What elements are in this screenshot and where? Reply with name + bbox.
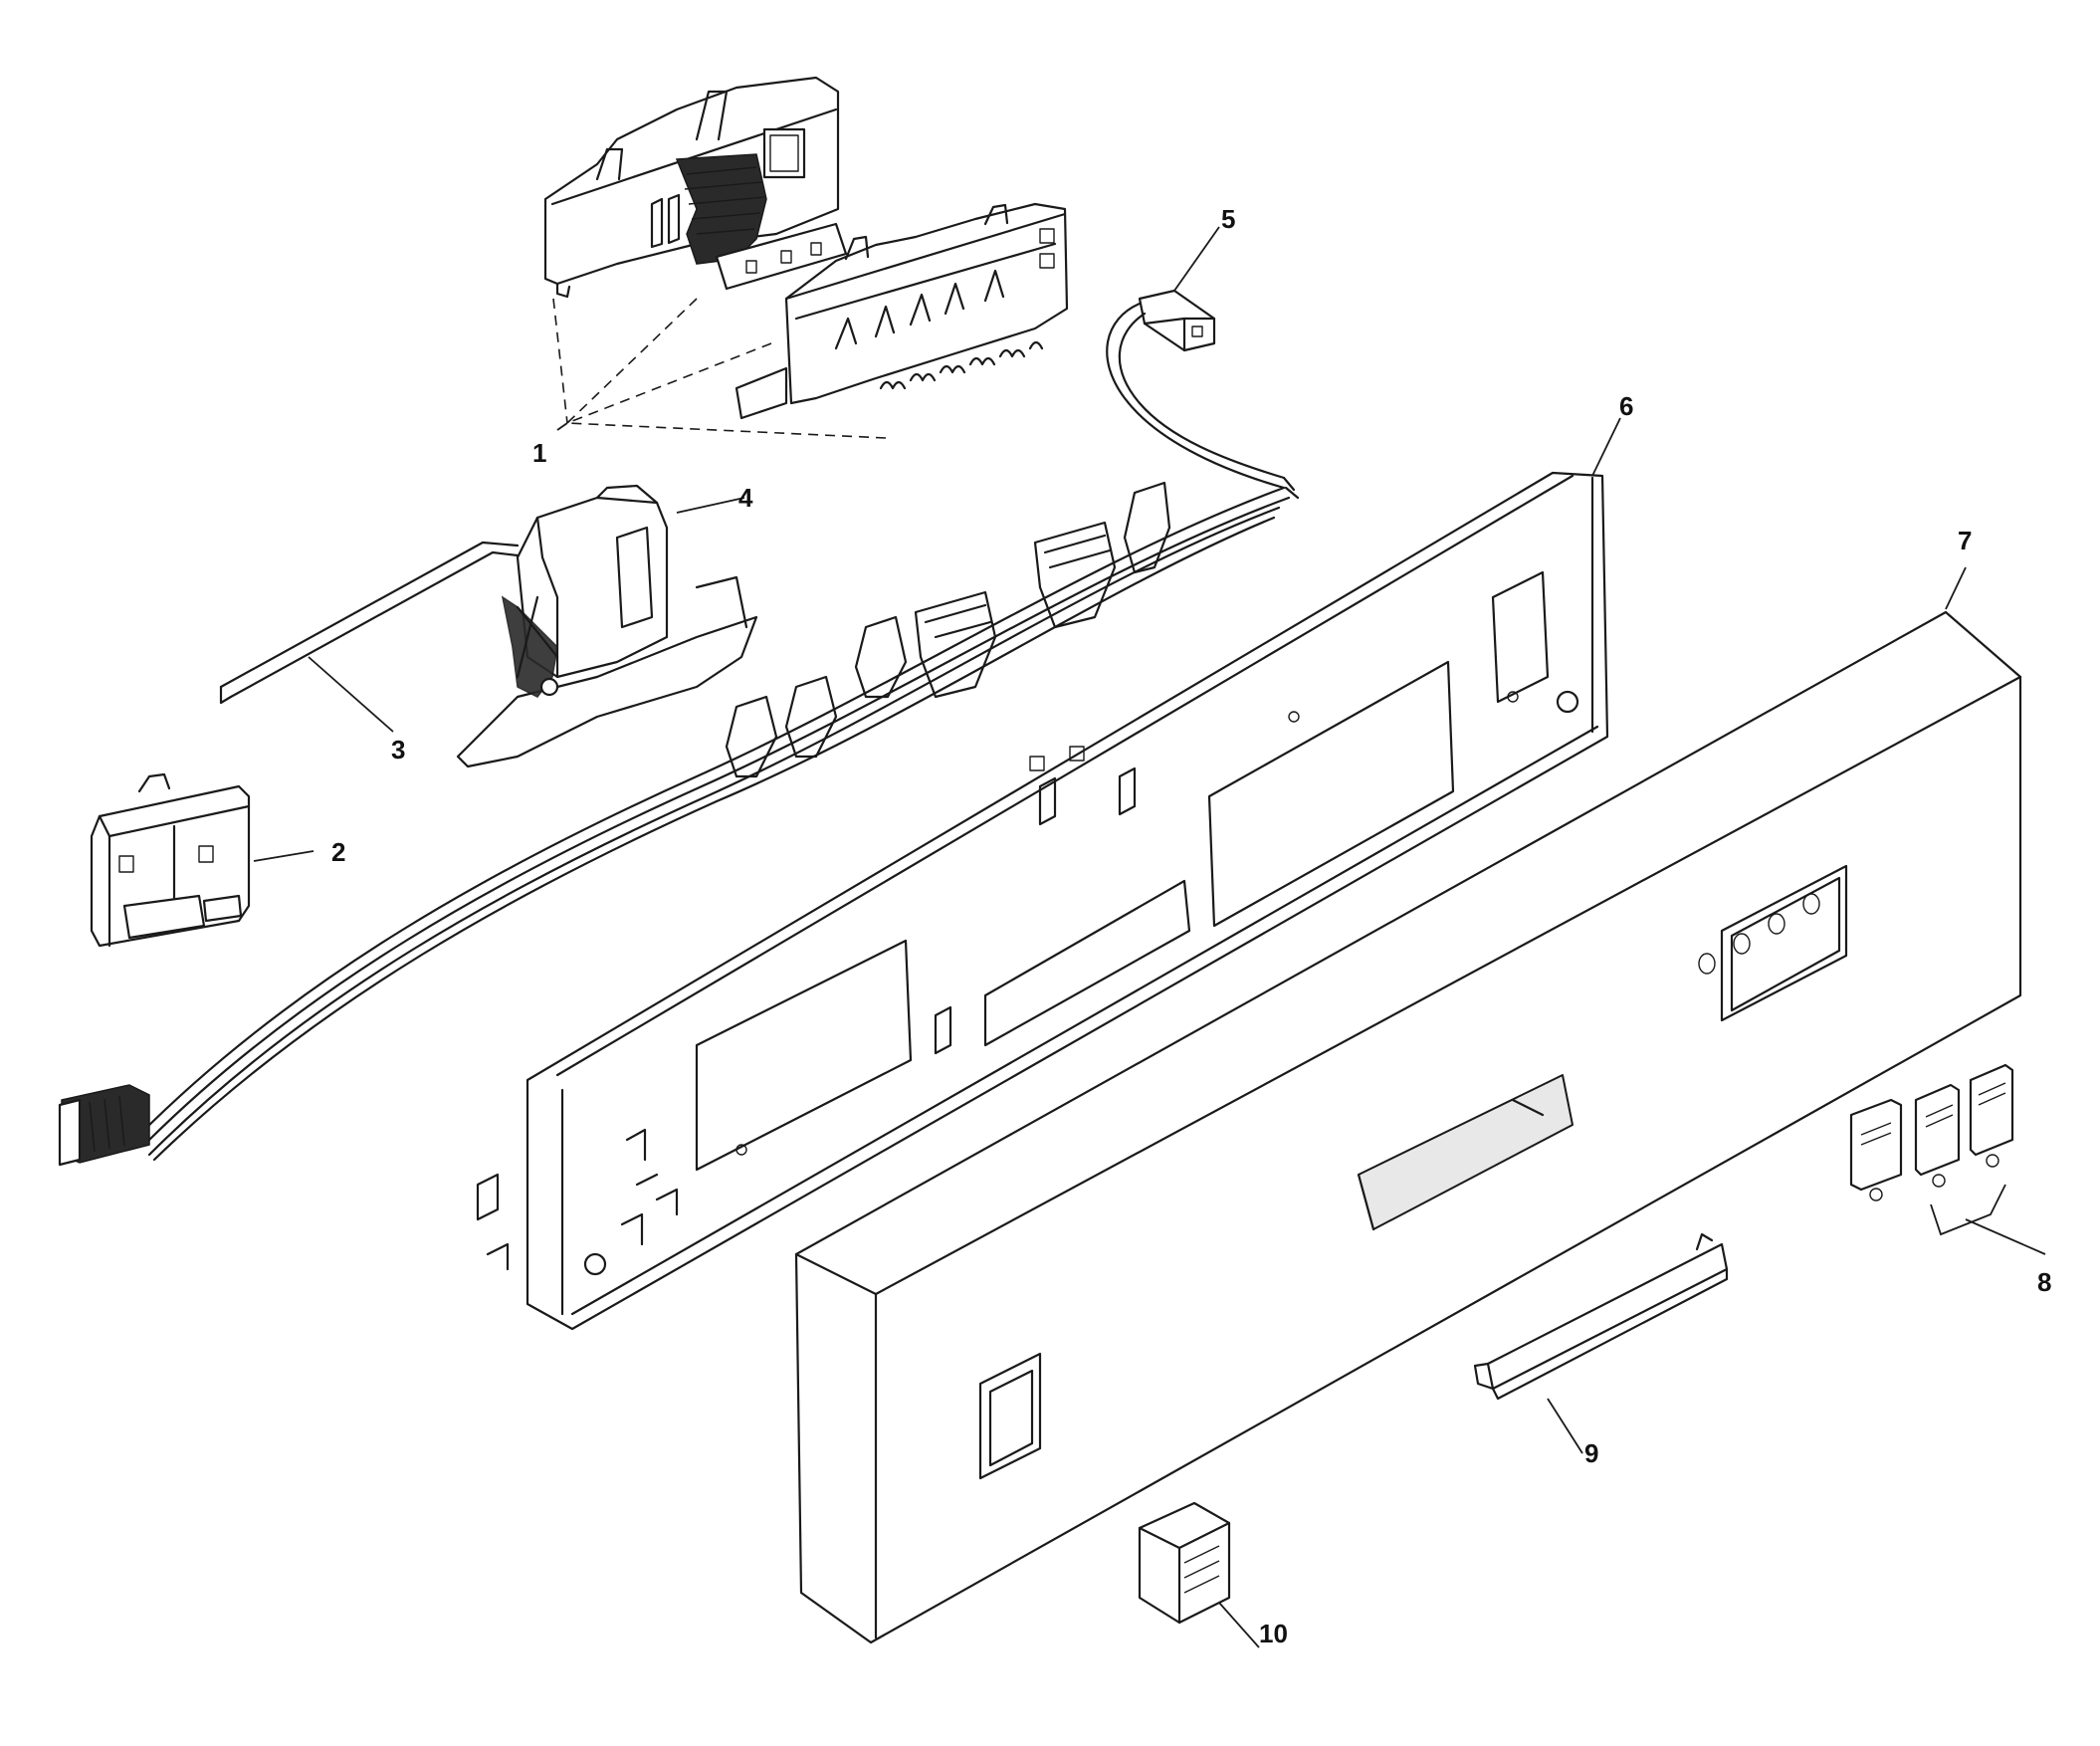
- part-9-strip: [1473, 1232, 1729, 1454]
- part-label-4: 4: [738, 483, 753, 513]
- part-3-rod: [219, 541, 520, 733]
- part-label-6: 6: [1619, 391, 1634, 421]
- part-10-knob: [1138, 1501, 1260, 1648]
- part-4-bracket: [456, 484, 758, 768]
- part-label-9: 9: [1584, 1438, 1599, 1468]
- part-1-control-module: [543, 76, 1069, 439]
- part-7-front-panel: [794, 566, 2022, 1644]
- part-2-switch: [90, 772, 315, 948]
- part-label-10: 10: [1259, 1619, 1288, 1648]
- part-8-buttons: [1849, 1063, 2046, 1255]
- part-label-7: 7: [1958, 526, 1973, 555]
- part-label-3: 3: [391, 735, 406, 764]
- part-5-connector-harness: [58, 226, 1300, 1167]
- part-label-5: 5: [1221, 204, 1236, 234]
- part-6-inner-frame: [476, 417, 1621, 1331]
- part-label-2: 2: [331, 837, 346, 867]
- part-label-8: 8: [2037, 1267, 2052, 1297]
- part-label-1: 1: [532, 438, 547, 468]
